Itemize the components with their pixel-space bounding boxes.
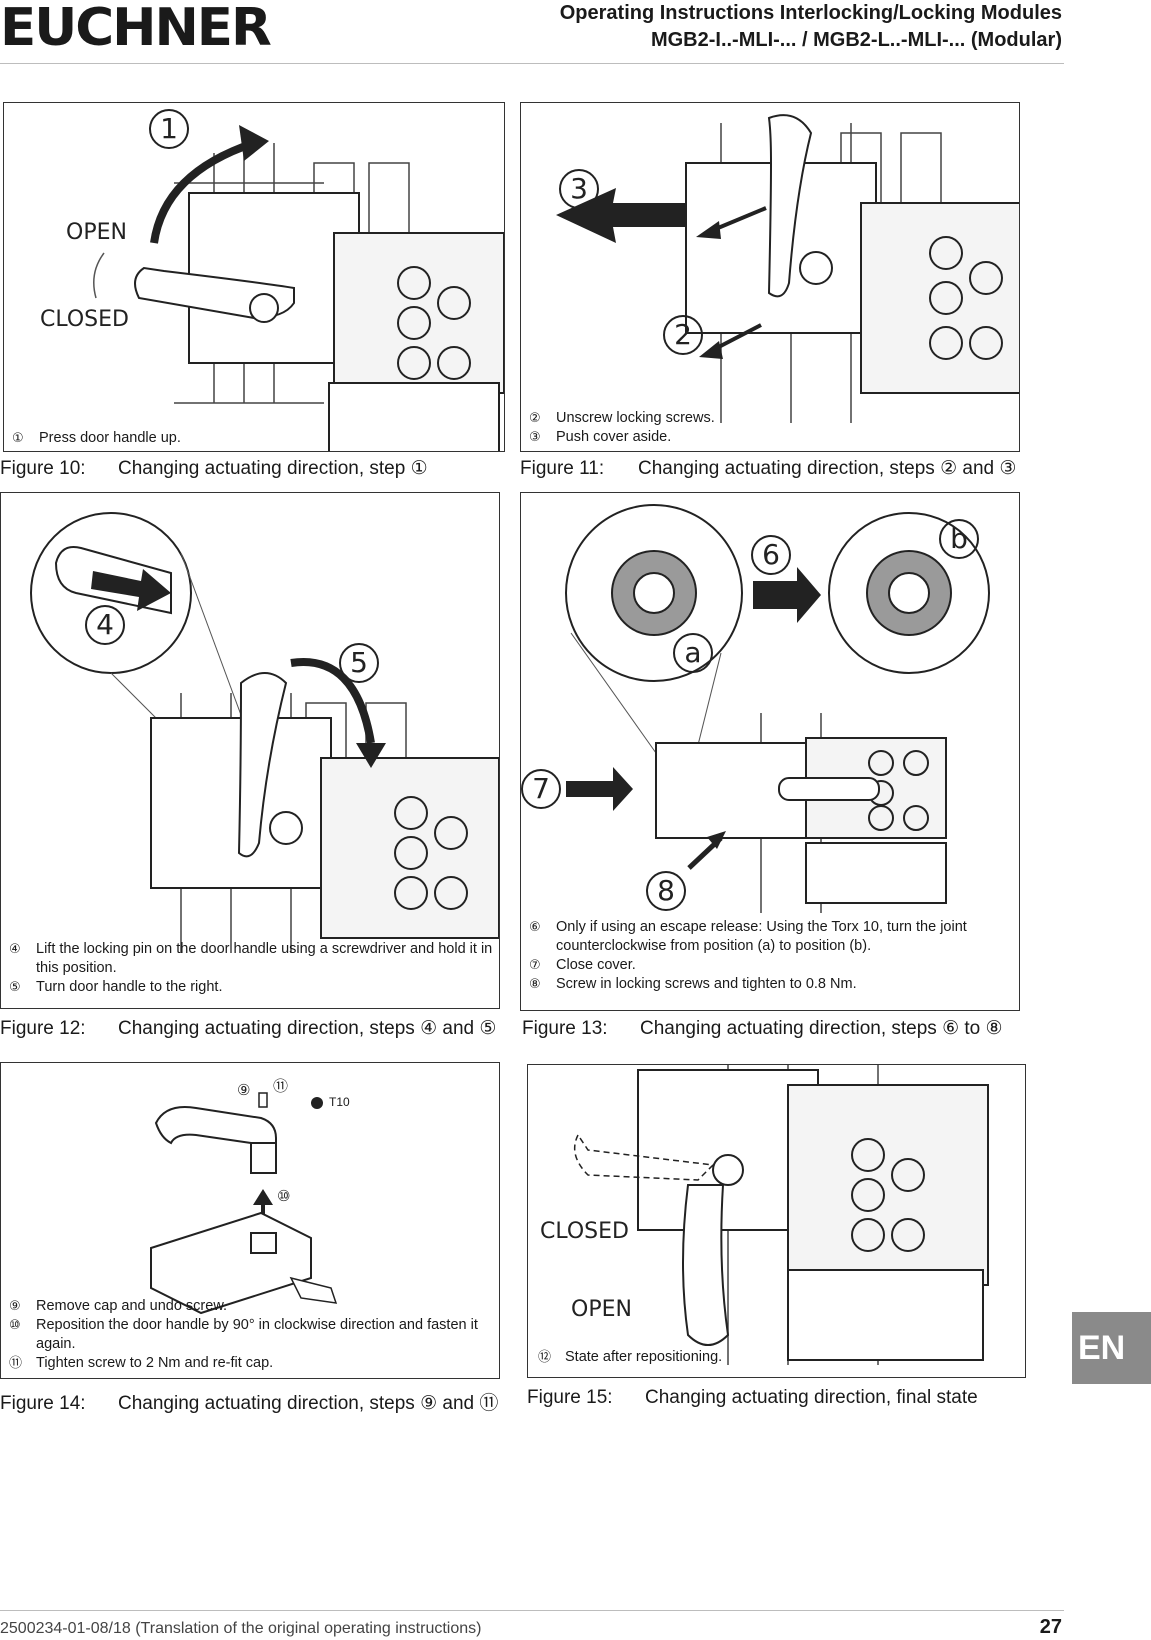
- figure-label: Figure 14:: [0, 1393, 86, 1414]
- figure-14-caption: Figure 14: Changing actuating direction, …: [0, 1388, 498, 1415]
- step-item: ① Press door handle up.: [12, 429, 492, 448]
- figure-12-caption: Figure 12: Changing actuating direction, …: [0, 1017, 496, 1040]
- figure-15-illustration: CLOSED OPEN ⑫ State after repositioning.: [527, 1064, 1026, 1378]
- step-number: ⑫: [538, 1350, 552, 1365]
- step-number: ⑨: [9, 1299, 21, 1314]
- figure-15-caption: Figure 15: Changing actuating direction, …: [527, 1387, 978, 1409]
- figure-11-drawing: [556, 114, 1019, 423]
- figure-15-drawing: [573, 1065, 989, 1365]
- figure-13-caption: Figure 13: Changing actuating direction, …: [522, 1017, 1003, 1040]
- callout-6: 6: [751, 535, 791, 575]
- step-text: Turn door handle to the right.: [36, 979, 223, 995]
- step-number: ④: [9, 942, 21, 957]
- step-number: ③: [529, 430, 541, 445]
- step-number: ⑩: [9, 1318, 21, 1333]
- step-item: ⑧ Screw in locking screws and tighten to …: [529, 975, 1013, 994]
- figure-12-drawing: [30, 512, 499, 953]
- header-title-line2: MGB2-I..-MLI-... / MGB2-L..-MLI-... (Mod…: [650, 29, 1062, 51]
- callout-1: 1: [149, 109, 189, 149]
- step-item: ⑦ Close cover.: [529, 956, 1013, 975]
- open-label: OPEN: [571, 1297, 632, 1322]
- closed-label: CLOSED: [540, 1219, 629, 1244]
- figure-caption-text: Changing actuating direction, steps ⑥ to…: [640, 1018, 1003, 1039]
- callout-7: 7: [521, 769, 561, 809]
- figure-label: Figure 15:: [527, 1387, 613, 1408]
- step-item: ⑥ Only if using an escape release: Using …: [529, 918, 1013, 956]
- figure-11-steps: ② Unscrew locking screws. ③ Push cover asi…: [529, 409, 1009, 447]
- callout-11: ⑪: [273, 1077, 289, 1095]
- figure-14-steps: ⑨ Remove cap and undo screw. ⑩ Reposition …: [9, 1297, 493, 1373]
- figure-13-drawing: [565, 504, 990, 913]
- step-number: ②: [529, 411, 541, 426]
- step-number: ⑤: [9, 980, 21, 995]
- figure-13-illustration: 6 b a 7 8 ⑥ Only if using an escape relea…: [520, 492, 1020, 1011]
- step-text: Only if using an escape release: Using t…: [556, 919, 967, 954]
- step-text: Lift the locking pin on the door handle …: [36, 941, 493, 976]
- step-text: State after repositioning.: [565, 1349, 723, 1365]
- closed-label: CLOSED: [40, 307, 129, 332]
- step-number: ⑥: [529, 920, 541, 935]
- figure-label: Figure 12:: [0, 1018, 86, 1039]
- figure-label: Figure 10:: [0, 458, 86, 479]
- language-tab-en: EN: [1072, 1312, 1151, 1384]
- step-item: ⑩ Reposition the door handle by 90° in cl…: [9, 1316, 493, 1354]
- figure-11-illustration: 3 2 ② Unscrew locking screws. ③ Push cover…: [520, 102, 1020, 452]
- figure-10-caption: Figure 10: Changing actuating direction, …: [0, 457, 428, 480]
- callout-10: ⑩: [277, 1187, 291, 1205]
- figure-10-drawing: [93, 125, 504, 451]
- step-text: Tighten screw to 2 Nm and re-fit cap.: [36, 1355, 274, 1371]
- header-divider: [0, 63, 1064, 64]
- figure-caption-text: Changing actuating direction, steps ② an…: [638, 458, 1017, 479]
- step-text: Reposition the door handle by 90° in clo…: [36, 1317, 478, 1352]
- step-item: ⑪ Tighten screw to 2 Nm and re-fit cap.: [9, 1354, 493, 1373]
- step-number: ⑪: [9, 1356, 23, 1371]
- figure-caption-text: Changing actuating direction, steps ④ an…: [118, 1018, 497, 1039]
- callout-5: 5: [339, 643, 379, 683]
- step-text: Push cover aside.: [556, 429, 672, 445]
- figure-10-illustration: 1 OPEN CLOSED ① Press door handle up.: [3, 102, 505, 452]
- step-item: ② Unscrew locking screws.: [529, 409, 1009, 428]
- callout-b: b: [939, 519, 979, 559]
- figure-10-steps: ① Press door handle up.: [12, 429, 492, 448]
- step-item: ④ Lift the locking pin on the door handle…: [9, 940, 493, 978]
- open-label: OPEN: [66, 220, 127, 245]
- figure-label: Figure 11:: [520, 458, 605, 479]
- step-text: Screw in locking screws and tighten to 0…: [556, 976, 857, 992]
- figure-12-steps: ④ Lift the locking pin on the door handle…: [9, 940, 493, 997]
- step-number: ⑦: [529, 958, 541, 973]
- figure-caption-text: Changing actuating direction, final stat…: [645, 1387, 978, 1408]
- step-text: Press door handle up.: [39, 430, 181, 446]
- header-title-line1: Operating Instructions Interlocking/Lock…: [559, 2, 1062, 24]
- figure-label: Figure 13:: [522, 1018, 608, 1039]
- step-item: ③ Push cover aside.: [529, 428, 1009, 447]
- callout-9: ⑨: [237, 1081, 251, 1099]
- footer-divider: [0, 1610, 1064, 1611]
- step-item: ⑫ State after repositioning.: [538, 1348, 1018, 1367]
- step-number: ①: [12, 431, 24, 446]
- figure-11-caption: Figure 11: Changing actuating direction, …: [520, 457, 1016, 480]
- step-text: Unscrew locking screws.: [556, 410, 715, 426]
- step-number: ⑧: [529, 977, 541, 992]
- page-number: 27: [1039, 1616, 1062, 1638]
- callout-8: 8: [646, 871, 686, 911]
- torx-tool-label: T10: [329, 1095, 350, 1109]
- figure-15-steps: ⑫ State after repositioning.: [538, 1348, 1018, 1367]
- step-text: Remove cap and undo screw.: [36, 1298, 228, 1314]
- figure-caption-text: Changing actuating direction, steps ⑨ an…: [118, 1393, 499, 1414]
- figure-14-drawing: [150, 1092, 338, 1315]
- callout-2: 2: [663, 315, 703, 355]
- callout-3: 3: [559, 169, 599, 209]
- document-number: 2500234-01-08/18 (Translation of the ori…: [0, 1620, 482, 1637]
- callout-a: a: [673, 633, 713, 673]
- figure-12-illustration: 4 5 ④ Lift the locking pin on the door ha…: [0, 492, 500, 1009]
- callout-4: 4: [85, 605, 125, 645]
- step-text: Close cover.: [556, 957, 636, 973]
- euchner-logo: EUCHNER: [0, 0, 272, 58]
- figure-caption-text: Changing actuating direction, step ①: [118, 458, 428, 479]
- step-item: ⑨ Remove cap and undo screw.: [9, 1297, 493, 1316]
- step-item: ⑤ Turn door handle to the right.: [9, 978, 493, 997]
- figure-13-steps: ⑥ Only if using an escape release: Using …: [529, 918, 1013, 994]
- document-header: Operating Instructions Interlocking/Lock…: [560, 0, 1062, 54]
